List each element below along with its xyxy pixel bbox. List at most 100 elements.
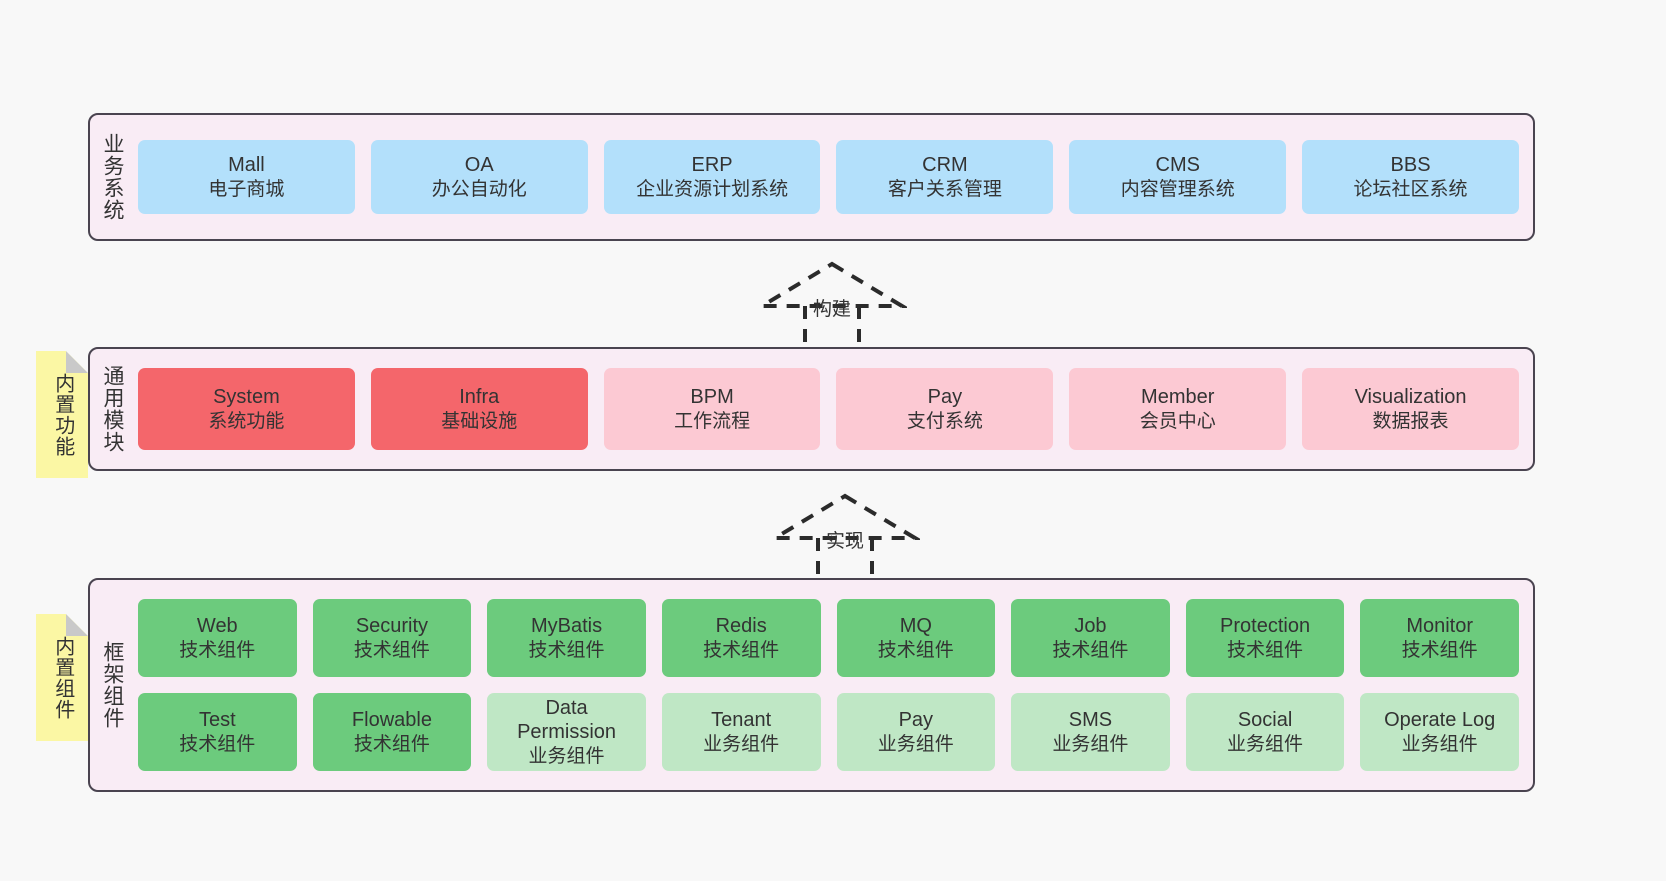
node-mall-sub: 电子商城	[208, 178, 285, 200]
node-protection-title: Protection	[1220, 615, 1311, 638]
node-data-permission-title: Data Permission	[517, 697, 617, 744]
sticky-note-builtin-features-label: 内置功能	[51, 372, 74, 457]
node-monitor-title: Monitor	[1406, 615, 1474, 638]
node-bpm[interactable]: BPM 工作流程	[603, 368, 821, 450]
node-erp-title: ERP	[691, 154, 733, 177]
node-social[interactable]: Social 业务组件	[1185, 693, 1345, 771]
node-web-sub: 技术组件	[179, 639, 256, 661]
node-cms-title: CMS	[1155, 154, 1200, 177]
layer-framework-components-title: 框架组件	[100, 641, 124, 729]
node-crm-sub: 客户关系管理	[887, 178, 1002, 200]
node-monitor-sub: 技术组件	[1401, 639, 1478, 661]
node-data-permission[interactable]: Data Permission 业务组件	[487, 693, 646, 771]
node-mq-title: MQ	[899, 615, 932, 638]
node-pay-component-title: Pay	[898, 709, 934, 732]
node-cms-sub: 内容管理系统	[1120, 178, 1235, 200]
node-sms-sub: 业务组件	[1052, 733, 1129, 755]
connector-build-label: 构建	[813, 299, 852, 320]
node-web-title: Web	[196, 615, 238, 638]
node-tenant-title: Tenant	[711, 709, 772, 732]
sticky-note-builtin-components-label: 内置组件	[51, 635, 74, 720]
node-pay-component[interactable]: Pay 业务组件	[836, 693, 996, 771]
node-security[interactable]: Security 技术组件	[312, 599, 472, 677]
layer-general-modules-title: 通用模块	[100, 365, 124, 453]
node-mybatis-title: MyBatis	[531, 615, 603, 638]
node-mybatis[interactable]: MyBatis 技术组件	[487, 599, 646, 677]
node-pay-component-sub: 业务组件	[877, 733, 954, 755]
node-pay-module-sub: 支付系统	[906, 410, 983, 432]
node-test-title: Test	[198, 709, 236, 732]
node-job[interactable]: Job 技术组件	[1011, 599, 1170, 677]
node-data-permission-sub: 业务组件	[528, 745, 605, 767]
node-flowable-title: Flowable	[351, 709, 432, 732]
node-redis-title: Redis	[715, 615, 767, 638]
layer-business-systems: 业务系统 Mall 电子商城 OA 办公自动化 ERP 企业资源计划系统 CRM…	[88, 113, 1535, 241]
node-mq[interactable]: MQ 技术组件	[836, 599, 996, 677]
sticky-note-builtin-components: 内置组件	[36, 614, 88, 741]
node-security-title: Security	[355, 615, 429, 638]
business-node-row: Mall 电子商城 OA 办公自动化 ERP 企业资源计划系统 CRM 客户关系…	[138, 140, 1519, 214]
node-oa-sub: 办公自动化	[431, 178, 527, 200]
node-bbs-sub: 论坛社区系统	[1353, 178, 1468, 200]
framework-node-row-2: Test 技术组件 Flowable 技术组件 Data Permission …	[138, 693, 1519, 771]
node-bpm-title: BPM	[690, 386, 734, 409]
node-member-sub: 会员中心	[1139, 410, 1216, 432]
node-protection-sub: 技术组件	[1227, 639, 1304, 661]
node-member-title: Member	[1141, 386, 1215, 409]
node-social-title: Social	[1237, 709, 1293, 732]
node-visualization-sub: 数据报表	[1372, 410, 1449, 432]
node-visualization-title: Visualization	[1354, 386, 1467, 409]
node-security-sub: 技术组件	[353, 639, 430, 661]
node-erp[interactable]: ERP 企业资源计划系统	[603, 140, 821, 214]
node-bbs[interactable]: BBS 论坛社区系统	[1302, 140, 1519, 214]
node-social-sub: 业务组件	[1227, 733, 1304, 755]
node-crm-title: CRM	[922, 154, 968, 177]
node-bpm-sub: 工作流程	[674, 410, 751, 432]
node-erp-sub: 企业资源计划系统	[636, 178, 789, 200]
layer-general-modules: 通用模块 System 系统功能 Infra 基础设施 BPM 工作流程 Pay…	[88, 347, 1535, 471]
node-mall-title: Mall	[228, 154, 265, 177]
layer-business-systems-title: 业务系统	[100, 133, 124, 221]
node-protection[interactable]: Protection 技术组件	[1185, 599, 1345, 677]
connector-implement-label: 实现	[826, 531, 865, 552]
node-system-title: System	[213, 386, 280, 409]
node-operate-log[interactable]: Operate Log 业务组件	[1360, 693, 1519, 771]
node-operate-log-title: Operate Log	[1384, 709, 1496, 732]
framework-node-row-1: Web 技术组件 Security 技术组件 MyBatis 技术组件 Redi…	[138, 599, 1519, 677]
node-mall[interactable]: Mall 电子商城	[138, 140, 355, 214]
node-mq-sub: 技术组件	[877, 639, 954, 661]
node-system[interactable]: System 系统功能	[138, 368, 355, 450]
node-infra-sub: 基础设施	[441, 410, 518, 432]
node-redis[interactable]: Redis 技术组件	[661, 599, 821, 677]
node-crm[interactable]: CRM 客户关系管理	[836, 140, 1054, 214]
node-sms[interactable]: SMS 业务组件	[1011, 693, 1170, 771]
node-oa-title: OA	[464, 154, 494, 177]
layer-business-systems-body: Mall 电子商城 OA 办公自动化 ERP 企业资源计划系统 CRM 客户关系…	[134, 115, 1533, 239]
node-oa[interactable]: OA 办公自动化	[370, 140, 588, 214]
node-web[interactable]: Web 技术组件	[138, 599, 297, 677]
node-test-sub: 技术组件	[179, 733, 256, 755]
node-member[interactable]: Member 会员中心	[1069, 368, 1287, 450]
node-test[interactable]: Test 技术组件	[138, 693, 297, 771]
node-operate-log-sub: 业务组件	[1401, 733, 1478, 755]
node-bbs-title: BBS	[1390, 154, 1431, 177]
node-pay-module-title: Pay	[927, 386, 963, 409]
node-flowable-sub: 技术组件	[353, 733, 430, 755]
node-tenant[interactable]: Tenant 业务组件	[661, 693, 821, 771]
module-node-row: System 系统功能 Infra 基础设施 BPM 工作流程 Pay 支付系统…	[138, 368, 1519, 450]
layer-general-modules-body: System 系统功能 Infra 基础设施 BPM 工作流程 Pay 支付系统…	[134, 349, 1533, 469]
layer-framework-components: 框架组件 Web 技术组件 Security 技术组件 MyBatis 技术组件…	[88, 578, 1535, 792]
node-visualization[interactable]: Visualization 数据报表	[1302, 368, 1519, 450]
node-job-title: Job	[1074, 615, 1107, 638]
node-sms-title: SMS	[1068, 709, 1113, 732]
node-flowable[interactable]: Flowable 技术组件	[312, 693, 472, 771]
sticky-note-builtin-features: 内置功能	[36, 351, 88, 478]
node-pay-module[interactable]: Pay 支付系统	[836, 368, 1054, 450]
node-cms[interactable]: CMS 内容管理系统	[1069, 140, 1287, 214]
node-mybatis-sub: 技术组件	[528, 639, 605, 661]
node-infra[interactable]: Infra 基础设施	[370, 368, 588, 450]
node-redis-sub: 技术组件	[703, 639, 780, 661]
node-tenant-sub: 业务组件	[703, 733, 780, 755]
node-monitor[interactable]: Monitor 技术组件	[1360, 599, 1519, 677]
node-system-sub: 系统功能	[208, 410, 285, 432]
